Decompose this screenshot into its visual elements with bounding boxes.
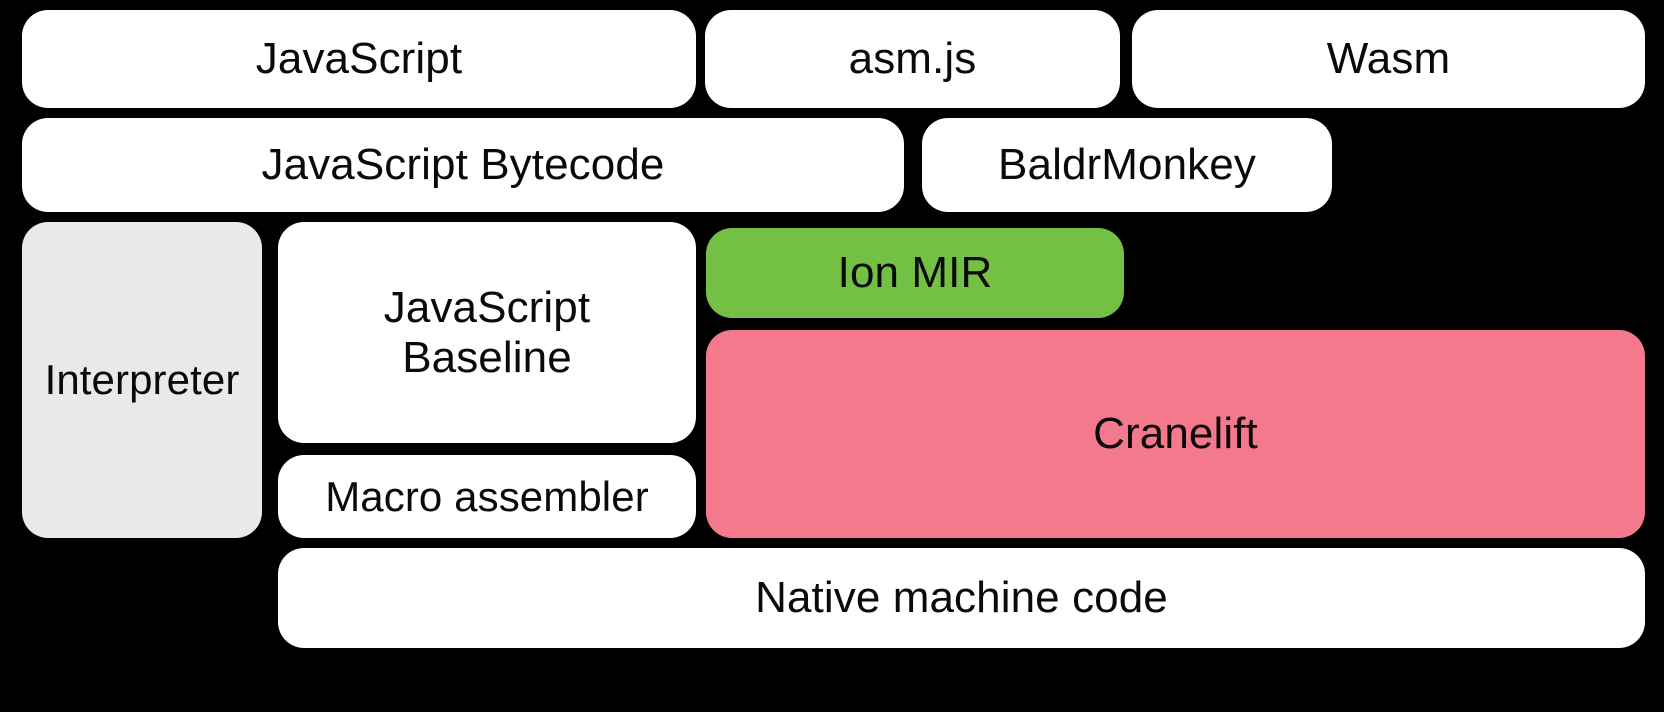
node-javascript[interactable]: JavaScript: [22, 10, 696, 108]
node-asm-js[interactable]: asm.js: [705, 10, 1120, 108]
node-wasm[interactable]: Wasm: [1132, 10, 1645, 108]
node-native-machine-code[interactable]: Native machine code: [278, 548, 1645, 648]
node-cranelift[interactable]: Cranelift: [706, 330, 1645, 538]
node-javascript-bytecode[interactable]: JavaScript Bytecode: [22, 118, 904, 212]
node-javascript-baseline[interactable]: JavaScript Baseline: [278, 222, 696, 443]
node-macro-assembler[interactable]: Macro assembler: [278, 455, 696, 538]
node-interpreter[interactable]: Interpreter: [22, 222, 262, 538]
node-ion-mir[interactable]: Ion MIR: [706, 228, 1124, 318]
node-baldrmonkey[interactable]: BaldrMonkey: [922, 118, 1332, 212]
